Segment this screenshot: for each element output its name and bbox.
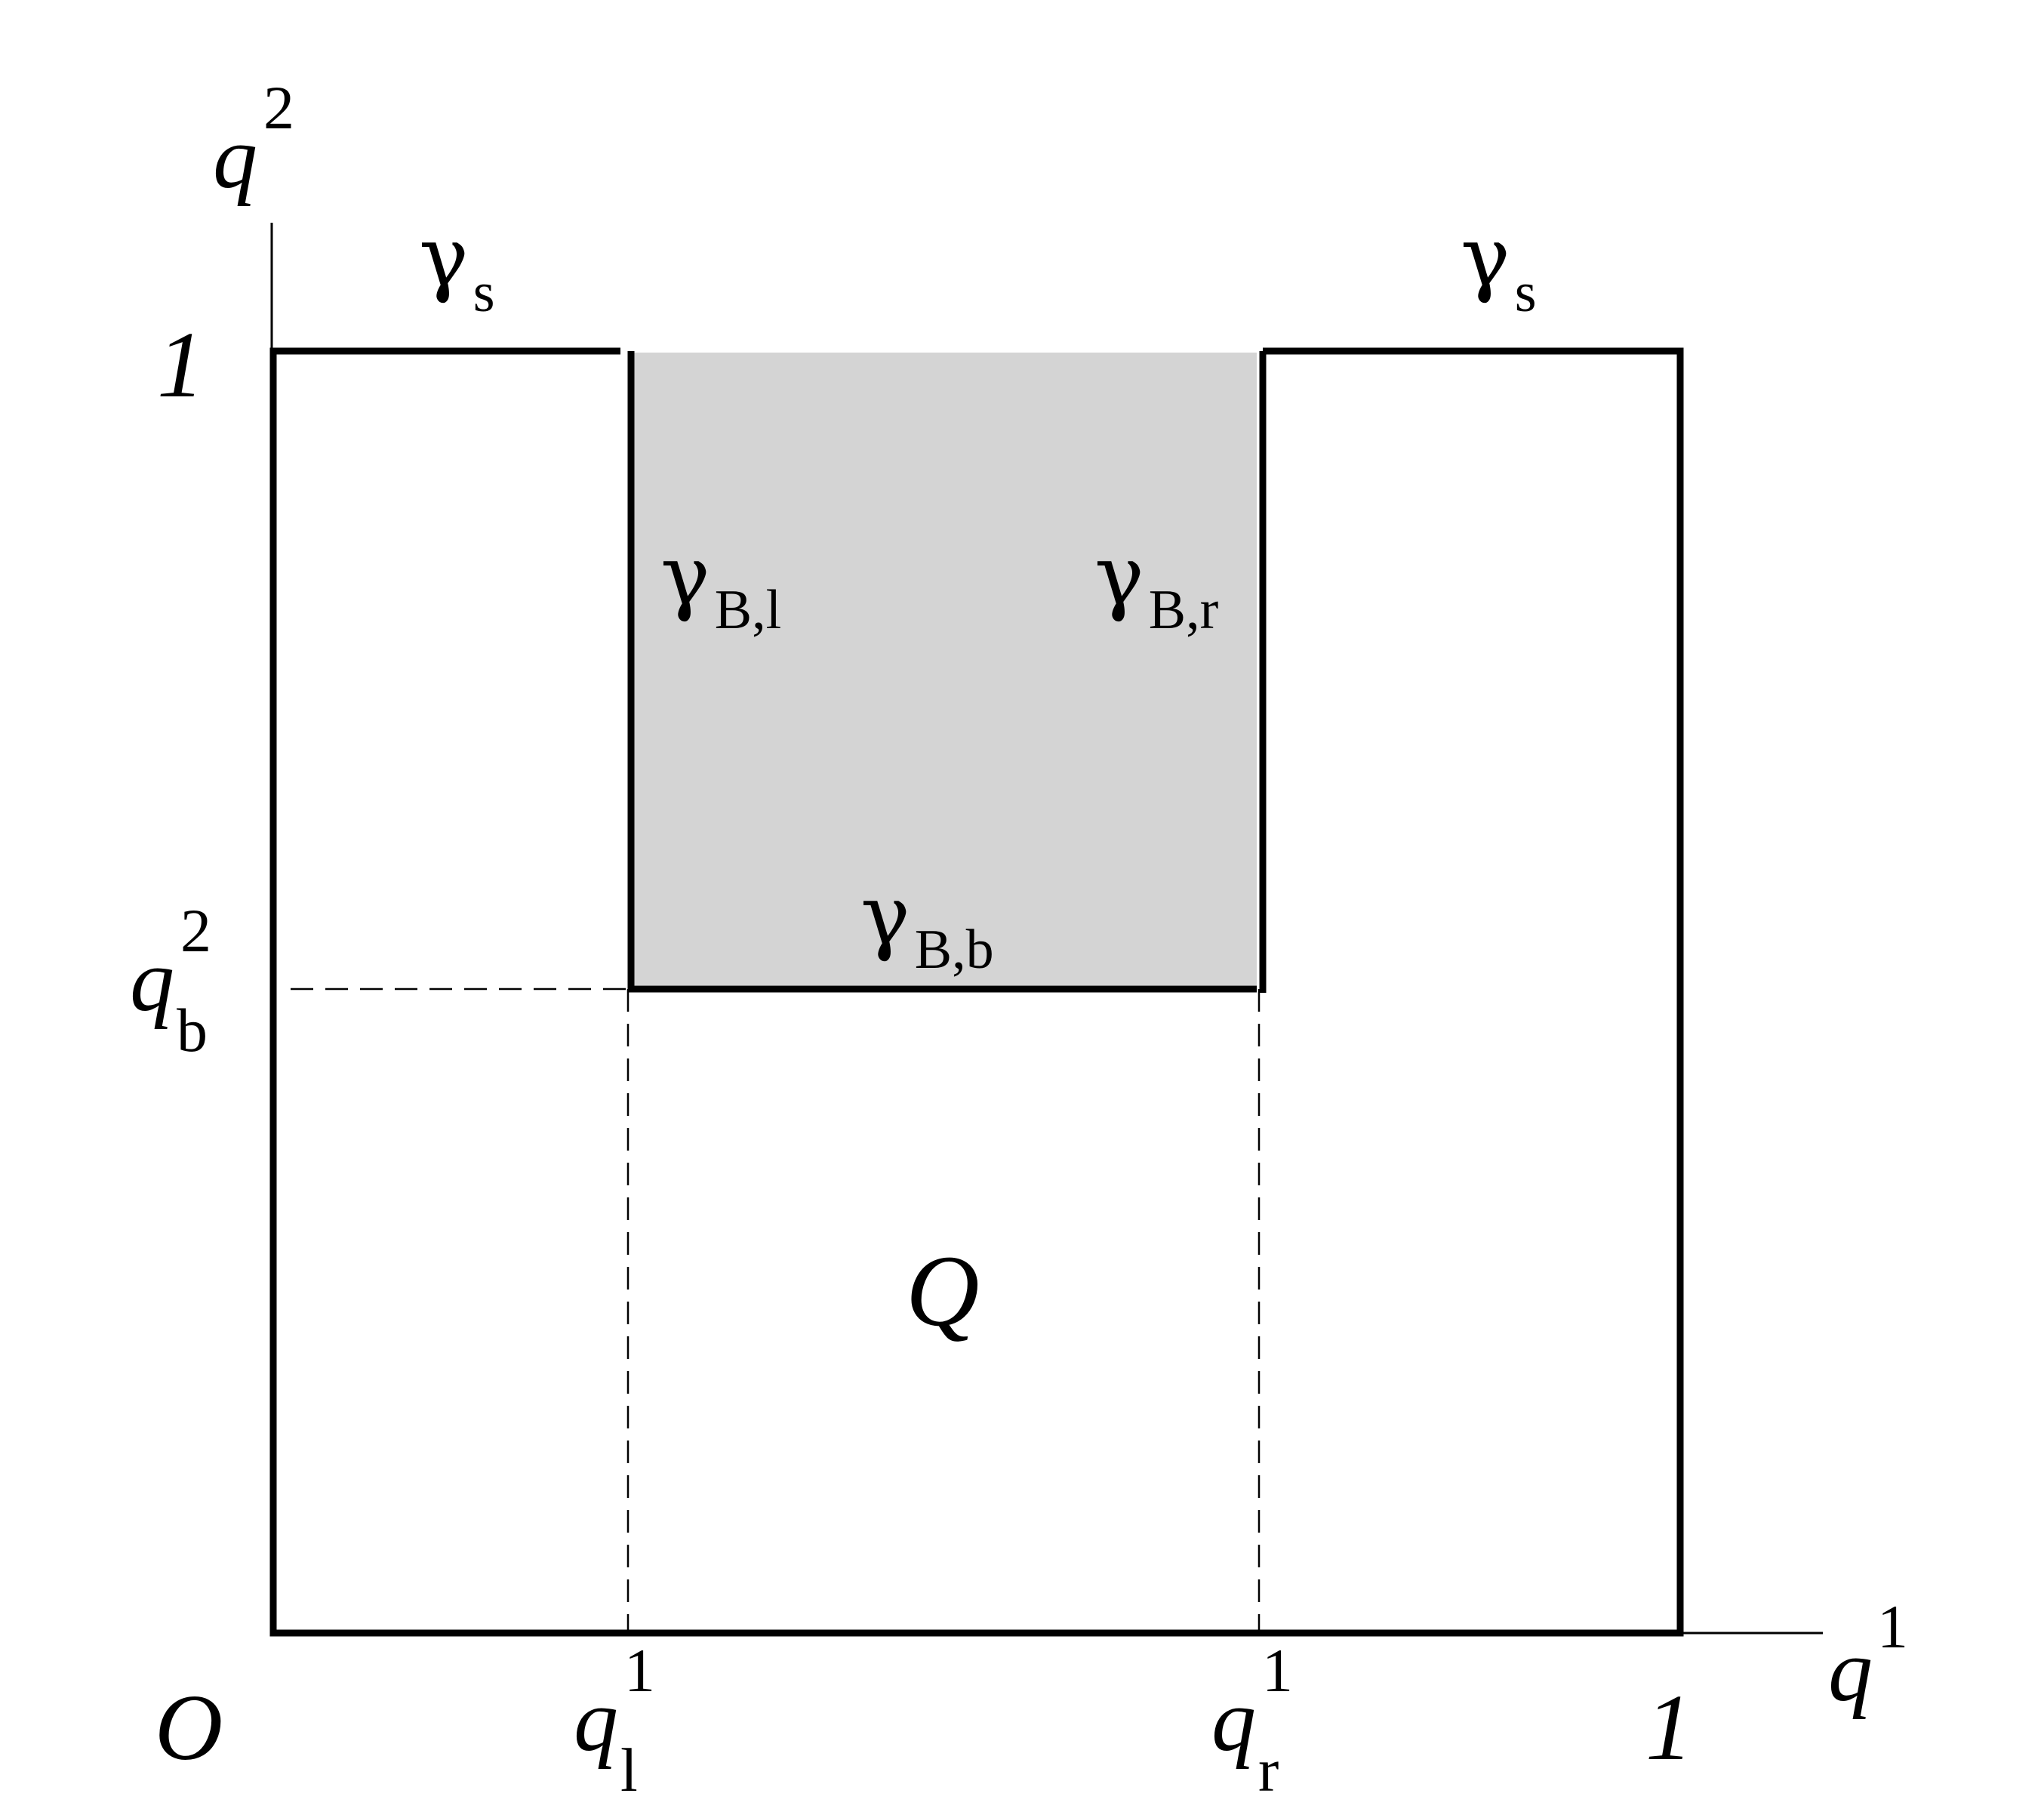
boundary-channel (627, 351, 1257, 993)
domain-boundary (269, 347, 1684, 1637)
y-tick-one: 1 (157, 313, 205, 418)
gamma-bl-label: γB,l (660, 527, 781, 641)
gamma-bb-label: γB,b (860, 867, 994, 981)
gamma-br-label: γB,r (1094, 527, 1218, 641)
x-tick-one: 1 (1645, 1676, 1693, 1780)
gamma-s-left-label: γs (419, 208, 495, 324)
origin-label: O (155, 1676, 223, 1780)
boundary-outer-left (269, 347, 1684, 1637)
region-q-label: Q (906, 1235, 980, 1348)
shaded-channel-region (630, 353, 1257, 985)
y-axis-label: q2 (213, 73, 294, 207)
x-axis-label: q1 (1828, 1592, 1908, 1720)
dashed-guides (291, 988, 1261, 1631)
gamma-s-right-label: γs (1461, 208, 1537, 324)
